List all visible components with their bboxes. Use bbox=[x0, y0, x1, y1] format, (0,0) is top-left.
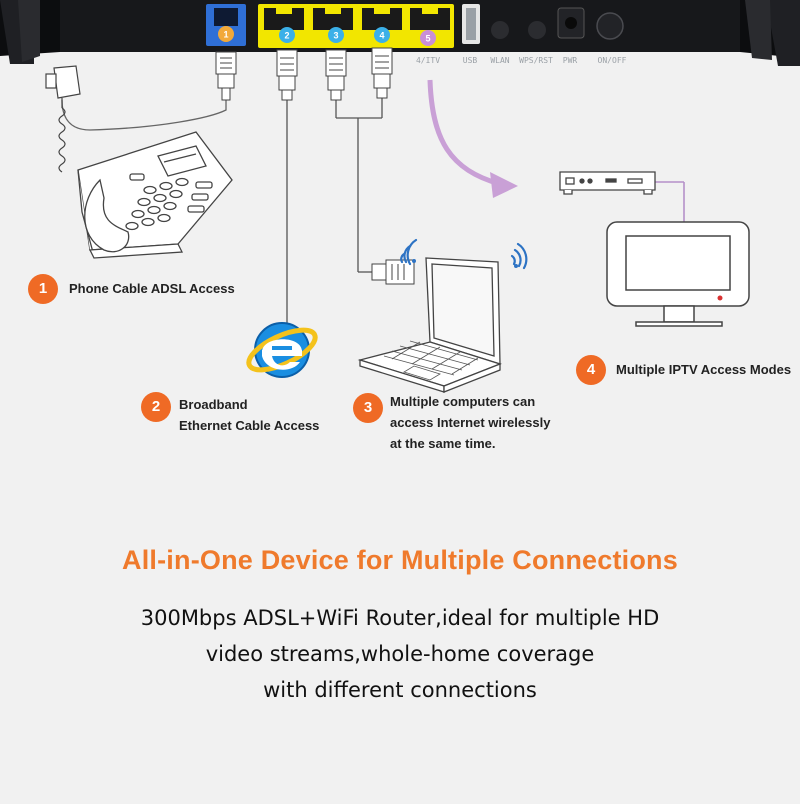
port-label-iptv: 4/ITV bbox=[416, 56, 440, 65]
description-line: 300Mbps ADSL+WiFi Router,ideal for multi… bbox=[140, 606, 660, 630]
port-label-wps: WPS/RST bbox=[519, 56, 553, 65]
port-label-pwr: PWR bbox=[563, 56, 578, 65]
port-number-3: 3 bbox=[333, 31, 338, 41]
tv-icon bbox=[606, 221, 750, 327]
port-label-usb: USB bbox=[463, 56, 478, 65]
port-labels: 4/ITV USB WLAN WPS/RST PWR ON/OFF bbox=[416, 56, 627, 65]
cables bbox=[61, 98, 685, 330]
description: 300Mbps ADSL+WiFi Router,ideal for multi… bbox=[40, 600, 760, 708]
port-number-1: 1 bbox=[223, 30, 228, 40]
callout-line: access Internet wirelessly bbox=[390, 415, 551, 430]
wall-socket-icon bbox=[45, 65, 81, 173]
callout-line: Multiple computers can bbox=[390, 394, 536, 409]
callout-label-phone-adsl: Phone Cable ADSL Access bbox=[69, 278, 235, 299]
callout-badge-1: 1 bbox=[28, 274, 58, 304]
set-top-box-icon bbox=[559, 171, 656, 195]
description-line: video streams,whole-home coverage bbox=[205, 642, 595, 666]
callout-badge-2: 2 bbox=[141, 392, 171, 422]
port-number-2: 2 bbox=[284, 31, 289, 41]
callout-label-wireless: Multiple computers can access Internet w… bbox=[390, 391, 550, 454]
port-number-5: 5 bbox=[425, 34, 430, 44]
callout-label-iptv: Multiple IPTV Access Modes bbox=[616, 359, 791, 380]
port-number-4: 4 bbox=[379, 31, 384, 41]
callout-line: at the same time. bbox=[390, 436, 496, 451]
callout-line: Multiple IPTV Access Modes bbox=[616, 362, 792, 377]
rear-controls bbox=[462, 4, 624, 44]
callout-line: Ethernet Cable Access bbox=[179, 418, 320, 433]
callout-badge-4: 4 bbox=[576, 355, 606, 385]
iptv-arrow bbox=[427, 79, 518, 198]
laptop-icon bbox=[357, 257, 502, 393]
phone-port: 1 bbox=[206, 4, 246, 46]
phone-icon bbox=[77, 131, 233, 259]
port-label-wlan: WLAN bbox=[490, 56, 509, 65]
wifi-icon bbox=[400, 238, 528, 270]
headline: All-in-One Device for Multiple Connectio… bbox=[122, 545, 678, 575]
callout-badge-3: 3 bbox=[353, 393, 383, 423]
port-label-onoff: ON/OFF bbox=[598, 56, 627, 65]
phone-plug-icon bbox=[215, 51, 237, 101]
ethernet-plug-icon bbox=[276, 47, 415, 285]
callout-label-broadband: Broadband Ethernet Cable Access bbox=[179, 394, 319, 436]
description-line: with different connections bbox=[263, 678, 537, 702]
internet-explorer-icon bbox=[246, 322, 318, 378]
lan-ports: 2 3 4 5 bbox=[258, 4, 454, 48]
callout-line: Broadband bbox=[179, 397, 248, 412]
callout-line: Phone Cable ADSL Access bbox=[69, 281, 235, 296]
